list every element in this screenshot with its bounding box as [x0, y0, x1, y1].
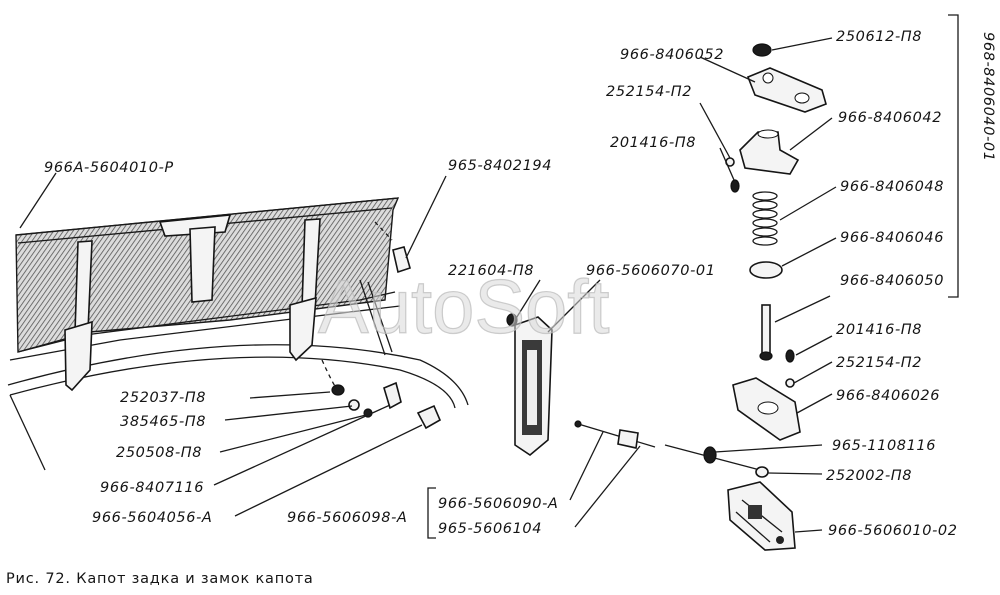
- label-cable-1: 966-5606090-А: [438, 496, 558, 512]
- label-washer-2: 252154-П2: [836, 355, 922, 371]
- label-lock: 966-5606010-02: [828, 523, 958, 539]
- label-group-assembly: 968-8406040-01: [980, 32, 996, 162]
- label-washer-a: 385465-П8: [120, 414, 206, 430]
- label-nut-top: 250612-П8: [836, 29, 922, 45]
- cable-group-bracket: [427, 487, 436, 539]
- leader-lines: [19, 37, 837, 533]
- label-rod: 965-1108116: [832, 438, 936, 454]
- group-bracket: [948, 14, 959, 298]
- hood-panel: [7, 197, 469, 471]
- cable-rod-parts: [574, 420, 769, 478]
- right-column-parts: [725, 43, 827, 441]
- label-plate-top: 966-8406052: [620, 47, 724, 63]
- label-nut-a: 252037-П8: [120, 390, 206, 406]
- label-lock-striker: 966-5606070-01: [586, 263, 716, 279]
- label-nut-b: 250508-П8: [116, 445, 202, 461]
- label-bushing: 966-8406042: [838, 110, 942, 126]
- label-spring: 966-8406048: [840, 179, 944, 195]
- figure-caption: Рис. 72. Капот задка и замок капота: [6, 571, 314, 587]
- label-screw: 221604-П8: [448, 263, 534, 279]
- label-washer-1: 252154-П2: [606, 84, 692, 100]
- lock-part: [727, 481, 796, 551]
- part-labels: 966А-5604010-Р 965-8402194 250612-П8 966…: [44, 29, 996, 539]
- label-bracket: 966-5604056-А: [92, 510, 212, 526]
- label-base-cup: 966-8406050: [840, 273, 944, 289]
- label-cable-2: 965-5606104: [438, 521, 542, 537]
- label-washer-rod: 252002-П8: [826, 468, 912, 484]
- label-cup: 966-8406046: [840, 230, 944, 246]
- label-bumper-pad: 965-8402194: [448, 158, 552, 174]
- label-buffer: 966-8407116: [100, 480, 204, 496]
- label-bolt-1: 201416-П8: [610, 135, 696, 151]
- watermark-text: AutoSoft: [318, 265, 610, 350]
- label-plate-bottom: 966-8406026: [836, 388, 940, 404]
- label-cable-group: 966-5606098-А: [287, 510, 407, 526]
- label-hood-assembly: 966А-5604010-Р: [44, 160, 174, 176]
- hood-hardware: [331, 246, 442, 430]
- label-bolt-2: 201416-П8: [836, 322, 922, 338]
- lock-striker-part: [506, 313, 553, 456]
